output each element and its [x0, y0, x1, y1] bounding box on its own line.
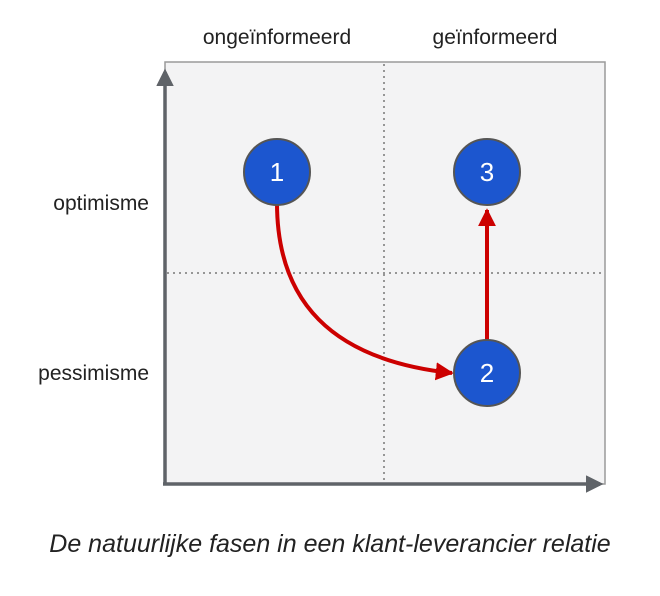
node-3: 3 [453, 138, 521, 206]
node-2-circle [453, 339, 521, 407]
node-3-label: 3 [480, 157, 494, 187]
column-header-uninformed: ongeïnformeerd [202, 26, 352, 49]
row-header-pessimism: pessimisme [38, 362, 149, 385]
node-2-label: 2 [480, 358, 494, 388]
node-1: 1 [243, 138, 311, 206]
node-2: 2 [453, 339, 521, 407]
caption: De natuurlijke fasen in een klant-levera… [49, 530, 611, 558]
node-1-circle [243, 138, 311, 206]
row-header-optimism: optimisme [53, 192, 149, 215]
column-header-informed: geïnformeerd [432, 26, 558, 49]
node-3-circle [453, 138, 521, 206]
arrow-1-to-2 [275, 202, 454, 381]
node-1-label: 1 [270, 157, 284, 187]
